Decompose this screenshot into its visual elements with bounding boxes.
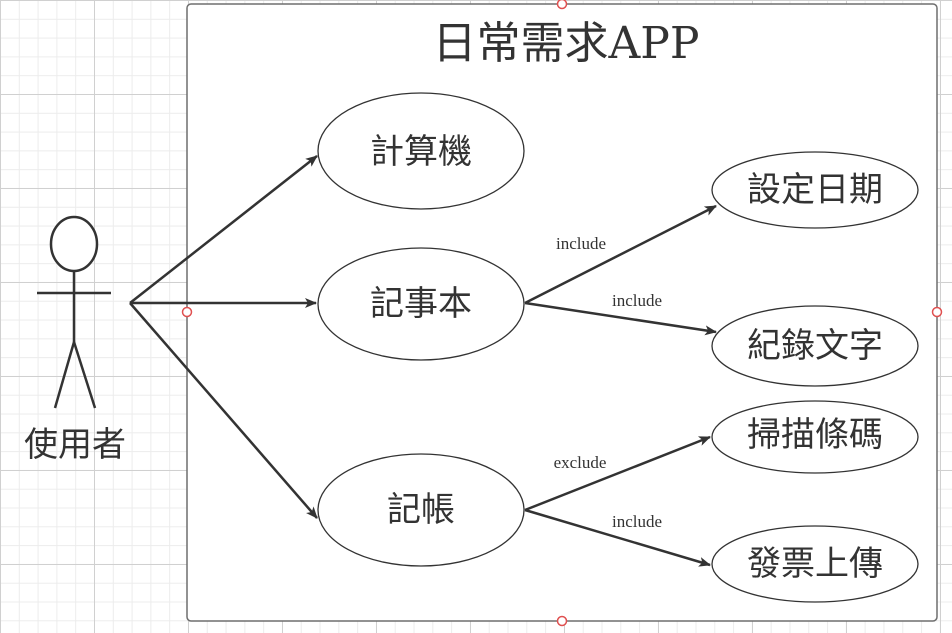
use-case-record-text[interactable]: [711, 305, 919, 387]
relation-label-notebook-set-date: include: [556, 234, 606, 253]
selection-handle-bottom[interactable]: [556, 615, 568, 627]
use-case-label-record-text: 紀錄文字: [747, 326, 883, 366]
relation-label-bookkeeping-upload-invoice: include: [612, 512, 662, 531]
use-case-label-bookkeeping: 記帳: [387, 490, 455, 530]
actor-user[interactable]: [37, 215, 111, 409]
arrow-bookkeeping-scan-barcode[interactable]: [524, 435, 711, 512]
selection-handle-right[interactable]: [931, 306, 943, 318]
arrow-notebook-set-date[interactable]: [524, 204, 717, 305]
actor-left-leg: [53, 341, 76, 409]
use-case-upload-invoice[interactable]: [711, 525, 919, 603]
use-case-label-upload-invoice: 發票上傳: [747, 544, 883, 584]
use-case-set-date[interactable]: [711, 151, 919, 229]
use-case-label-notebook: 記事本: [370, 284, 472, 324]
actor-head: [49, 215, 99, 273]
arrow-actor-bookkeeping[interactable]: [129, 302, 318, 519]
actor-label: 使用者: [24, 425, 126, 465]
system-title: 日常需求APP: [433, 18, 700, 69]
use-case-label-calculator: 計算機: [370, 132, 472, 172]
selection-handle-left[interactable]: [181, 306, 193, 318]
arrow-notebook-record-text[interactable]: [524, 301, 717, 336]
use-case-scan-barcode[interactable]: [711, 400, 919, 474]
arrow-actor-calculator[interactable]: [129, 155, 318, 304]
use-case-bookkeeping[interactable]: [317, 453, 525, 567]
use-case-notebook[interactable]: [317, 247, 525, 361]
use-case-calculator[interactable]: [317, 92, 525, 210]
relation-label-bookkeeping-scan-barcode: exclude: [554, 453, 607, 472]
selection-handle-top[interactable]: [556, 0, 568, 10]
arrow-bookkeeping-upload-invoice[interactable]: [524, 508, 711, 567]
actor-right-leg: [72, 341, 97, 409]
use-case-label-scan-barcode: 掃描條碼: [747, 415, 883, 455]
use-case-label-set-date: 設定日期: [747, 170, 883, 210]
relation-label-notebook-record-text: include: [612, 291, 662, 310]
